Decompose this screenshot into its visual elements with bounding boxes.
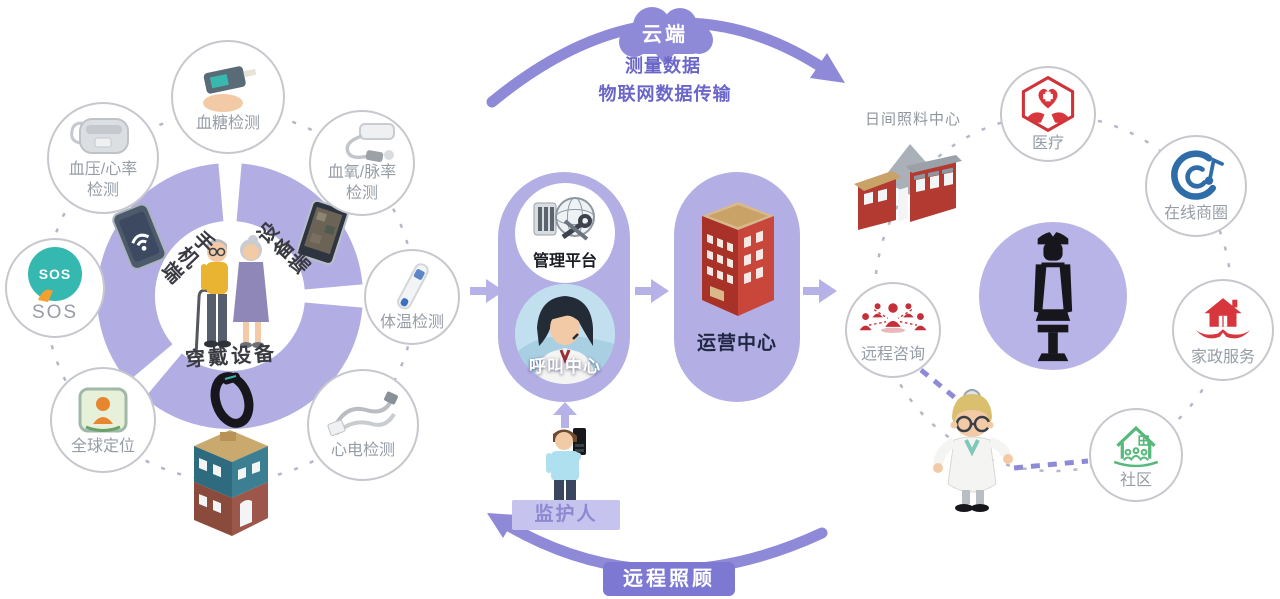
consult-doctor-link bbox=[919, 368, 961, 403]
satellite-bp-label-line2: 检测 bbox=[86, 182, 119, 199]
arrow-guardian-up bbox=[553, 402, 577, 428]
home-building-illustration bbox=[194, 430, 268, 536]
daycare-label: 日间照料中心 bbox=[864, 111, 961, 128]
sos-badge: SOS bbox=[28, 247, 82, 301]
guardian-figure bbox=[546, 428, 586, 508]
oximeter-icon bbox=[345, 123, 395, 163]
satellite-spo2: 血氧/脉率 检测 bbox=[309, 110, 415, 216]
satellite-temperature: 体温检测 bbox=[364, 249, 460, 345]
satellite-medical: 医疗 bbox=[1000, 66, 1096, 162]
satellite-online-mall-label: 在线商圈 bbox=[1163, 204, 1228, 222]
arrow-devices-to-platform bbox=[470, 279, 504, 303]
satellite-spo2-label-line2: 检测 bbox=[345, 185, 378, 202]
arrow-operation-to-services bbox=[803, 279, 837, 303]
remote-consult-icon bbox=[859, 302, 927, 333]
elderly-couple-illustration bbox=[194, 235, 269, 357]
bp-monitor-icon bbox=[70, 118, 129, 155]
satellite-spo2-label-line1: 血氧/脉率 bbox=[327, 164, 397, 182]
wristband-icon bbox=[210, 372, 254, 428]
satellite-blood-pressure: 血压/心率 检测 bbox=[47, 102, 159, 214]
medical-icon bbox=[1021, 75, 1075, 132]
guardian-label: 监护人 bbox=[512, 500, 620, 530]
satellite-medical-label: 医疗 bbox=[1031, 134, 1064, 152]
call-center-circle bbox=[515, 284, 615, 384]
remote-care-label: 远程照顾 bbox=[603, 562, 735, 596]
glucose-meter-icon bbox=[203, 65, 257, 112]
call-center-label: 呼叫中心 bbox=[529, 357, 601, 376]
cloud-label: 云端 bbox=[642, 24, 688, 46]
ecg-cable-icon bbox=[327, 391, 398, 436]
call-center-operator-photo bbox=[515, 284, 615, 384]
online-mall-icon bbox=[1171, 150, 1224, 200]
device-terminal-icon bbox=[296, 199, 349, 265]
satellite-housekeeping: 家政服务 bbox=[1172, 279, 1274, 381]
flow-text-line2: 物联网数据传输 bbox=[598, 84, 732, 104]
management-platform-icon bbox=[533, 197, 595, 241]
satellite-community-label: 社区 bbox=[1119, 471, 1152, 489]
satellite-gps: 全球定位 bbox=[50, 367, 156, 473]
operation-center-label: 运营中心 bbox=[696, 333, 777, 354]
doctor-figure bbox=[933, 389, 1013, 512]
satellite-community: 社区 bbox=[1089, 408, 1183, 502]
satellite-glucose-label: 血糖检测 bbox=[195, 114, 260, 132]
satellite-housekeeping-label: 家政服务 bbox=[1190, 348, 1255, 366]
satellite-remote-consult-label: 远程咨询 bbox=[860, 345, 925, 363]
satellite-glucose: 血糖检测 bbox=[171, 40, 285, 154]
flow-text-line1: 测量数据 bbox=[625, 56, 701, 76]
satellite-temperature-label: 体温检测 bbox=[379, 313, 444, 331]
satellite-online-mall: 在线商圈 bbox=[1145, 135, 1247, 237]
satellite-sos-label: SOS bbox=[31, 302, 79, 323]
arrow-platform-to-operation bbox=[635, 279, 669, 303]
management-platform-circle: 管理平台 bbox=[515, 183, 615, 283]
satellite-gps-label: 全球定位 bbox=[70, 437, 135, 455]
caregiver-pictogram bbox=[1033, 229, 1073, 362]
satellite-ecg-label: 心电检测 bbox=[330, 441, 395, 459]
housekeeping-icon bbox=[1196, 297, 1250, 338]
community-icon bbox=[1113, 425, 1159, 467]
smartphone-wifi-icon bbox=[112, 203, 167, 270]
daycare-building-illustration bbox=[854, 144, 962, 230]
sos-hand-icon bbox=[38, 289, 53, 302]
operation-center-building bbox=[702, 202, 774, 316]
caregiver-circle bbox=[979, 222, 1127, 370]
gps-cube-icon bbox=[78, 387, 128, 433]
doctor-community-link bbox=[1013, 458, 1089, 471]
satellite-ecg: 心电检测 bbox=[307, 369, 419, 481]
thermometer-icon bbox=[397, 262, 429, 310]
satellite-remote-consult: 远程咨询 bbox=[845, 282, 941, 378]
satellite-bp-label-line1: 血压/心率 bbox=[68, 161, 138, 179]
step-arrows bbox=[470, 279, 837, 428]
management-platform-label: 管理平台 bbox=[532, 253, 597, 270]
cloud-icon bbox=[619, 7, 713, 65]
cloud-shape: 云端 bbox=[612, 2, 718, 66]
